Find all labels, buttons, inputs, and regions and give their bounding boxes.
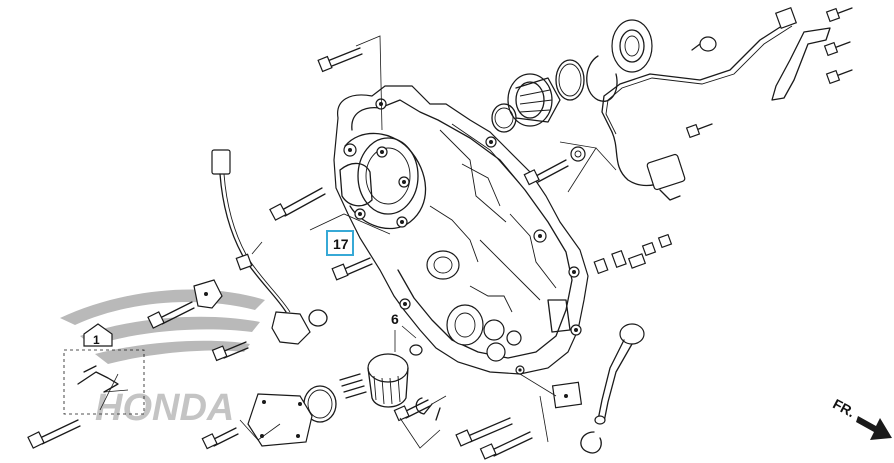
bolt-right-top-3 [825,69,853,85]
honda-watermark: HONDA [60,289,265,429]
o-ring-upper [555,59,585,101]
bolt-upper-mid [523,159,569,186]
bolt-filter [393,399,431,422]
callout-17[interactable]: 17 [333,236,349,252]
bolt-cover-plate [201,427,239,450]
ref-marker-1: 1 [83,323,113,347]
bolt-left-upper [269,187,326,221]
callout-17-highlight [326,230,354,256]
oil-seal [611,19,653,73]
leader-lines [99,35,617,449]
bolt-bracket [685,123,713,139]
bolt-right-top-2 [823,41,851,57]
sensor-harness-right [601,6,798,201]
fr-label: FR. [830,395,857,420]
watermark-logotype: HONDA [95,387,234,429]
bolt-sensor [211,341,249,362]
bolt-right-top-1 [825,7,853,23]
front-arrow-icon [856,416,892,440]
filter-spring [339,373,367,399]
detail-box [63,349,145,415]
bolt-top-left [317,47,363,73]
o-ring-small [491,103,517,133]
circlip-upper [586,55,618,102]
circlip-bottom [580,431,602,454]
washer-filter [409,344,423,356]
clamp-right [691,36,717,52]
callout-17-group[interactable]: 17 [326,230,354,256]
oil-dipstick [594,323,645,425]
front-direction-indicator: FR. [830,395,892,440]
bolt-bottom-center [455,417,513,447]
bolt-bottom-left [27,419,81,449]
transmission-side-cover [333,85,589,375]
sensor-bracket-left [193,279,223,309]
washer-left [308,309,328,327]
bolt-17 [331,257,373,281]
oil-filter-6 [367,353,409,408]
washer-upper [570,146,586,162]
cover-plate [247,393,313,447]
clip-bottom [415,397,441,421]
plate-bottom [551,381,583,409]
callout-6[interactable]: 6 [391,311,399,327]
sensor-harness-left [211,149,311,345]
callout-1: 1 [93,333,100,347]
bracket-right [771,27,831,101]
bolt-bottom-center-2 [479,431,533,460]
bearing-assembly [507,73,561,127]
bolt-left-mid [147,301,195,329]
dowel-pins [593,233,673,275]
